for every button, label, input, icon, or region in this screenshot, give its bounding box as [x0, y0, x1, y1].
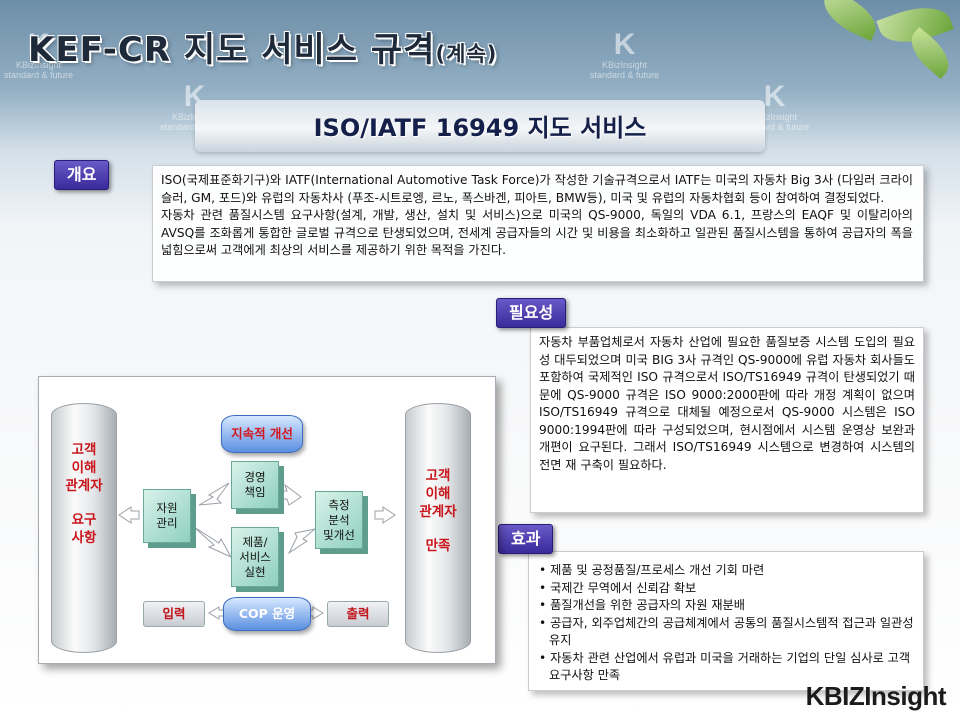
input-label: 입력 [143, 601, 205, 627]
necessity-text: 자동차 부품업체로서 자동차 산업에 필요한 품질보증 시스템 도입의 필요성 … [539, 335, 915, 472]
effect-item-2: 국제간 무역에서 신뢰감 확보 [537, 580, 915, 598]
effect-list: 제품 및 공정품질/프로세스 개선 기회 마련 국제간 무역에서 신뢰감 확보 … [537, 562, 915, 685]
arrow-management-to-resource [198, 482, 230, 506]
effect-item-5: 자동차 관련 산업에서 유럽과 미국을 거래하는 기업의 단일 심사로 고객 요… [537, 650, 915, 685]
overview-box: ISO(국제표준화기구)와 IATF(International Automot… [152, 165, 924, 282]
arrow-resource-to-realization [193, 526, 233, 559]
arrow-measure-to-right [374, 506, 396, 524]
output-label: 출력 [327, 601, 389, 627]
subtitle-bar [195, 100, 765, 152]
page-title-suffix: (계속) [435, 42, 498, 66]
right-pillar-label: 고객 이해 관계자 만족 [419, 468, 457, 554]
cop-operation-label: COP 운영 [223, 597, 311, 631]
effect-item-1: 제품 및 공정품질/프로세스 개선 기회 마련 [537, 562, 915, 580]
effect-item-3: 품질개선을 위한 공급자의 자원 재분배 [537, 597, 915, 615]
page-title-main: KEF-CR 지도 서비스 규격 [28, 30, 436, 70]
overview-paragraph-1: ISO(국제표준화기구)와 IATF(International Automot… [161, 173, 913, 205]
left-pillar [51, 403, 117, 653]
effect-tag: 효과 [498, 524, 554, 554]
overview-tag: 개요 [54, 160, 110, 190]
right-pillar [405, 403, 471, 653]
effect-item-4: 공급자, 외주업체간의 공급체계에서 공통의 품질시스템적 접근과 일관성 유지 [537, 615, 915, 650]
necessity-box: 자동차 부품업체로서 자동차 산업에 필요한 품질보증 시스템 도입의 필요성 … [530, 327, 924, 513]
company-logo: KBIZInsight [805, 681, 947, 711]
arrow-left-to-resource [118, 506, 140, 524]
arrow-realization-to-measure [287, 528, 316, 555]
page-subtitle: ISO/IATF 16949 지도 서비스 [313, 114, 647, 142]
left-pillar-label: 고객 이해 관계자 요구 사항 [65, 442, 103, 546]
effect-box: 제품 및 공정품질/프로세스 개선 기회 마련 국제간 무역에서 신뢰감 확보 … [528, 551, 924, 691]
overview-paragraph-2: 자동차 관련 품질시스템 요구사항(설계, 개발, 생산, 설치 및 서비스)으… [161, 208, 913, 257]
continuous-improvement-label: 지속적 개선 [221, 415, 303, 453]
arrow-measure-to-management [278, 483, 302, 506]
necessity-tag: 필요성 [496, 298, 567, 328]
page-title: KEF-CR 지도 서비스 규격(계속) [28, 22, 497, 71]
diagram-arrows [118, 482, 396, 620]
